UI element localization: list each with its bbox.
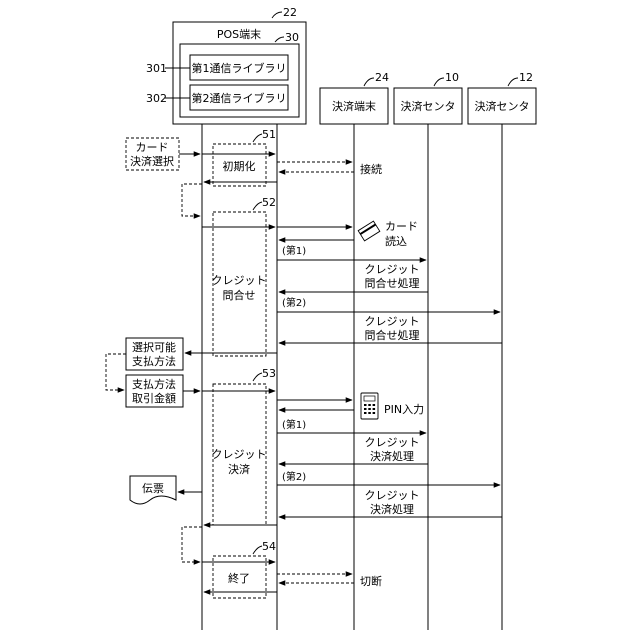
ref-30: 30	[285, 31, 299, 44]
no2-label-b: (第2)	[282, 470, 306, 483]
pay-amount-line2: 取引金額	[132, 391, 176, 405]
pin-label: PIN入力	[384, 403, 424, 416]
end-label: 終了	[228, 571, 250, 585]
selectable-methods-line1: 選択可能	[132, 340, 176, 354]
phase-settlement: 53 クレジット 決済 PIN入力 (第1) クレジット 決済処理 (第2) ク…	[178, 367, 502, 562]
card-read-line1: カード	[385, 220, 418, 233]
slip: 伝票	[130, 476, 176, 504]
inq-proc1-line1: クレジット	[365, 263, 420, 276]
loop-back-3	[182, 527, 202, 562]
ref-53: 53	[262, 367, 276, 380]
card-selection: カード 決済選択	[126, 138, 200, 170]
pos-terminal-label: POS端末	[217, 27, 261, 41]
ref-leader-30	[275, 37, 284, 42]
disconnect-label: 切断	[360, 574, 382, 588]
phase-init: 51 初期化 接続	[182, 128, 382, 216]
ref-leader-24	[364, 78, 374, 86]
ref-leader-54	[253, 546, 262, 554]
ref-leader-22	[272, 12, 282, 18]
lib1-label: 第1通信ライブラリ	[192, 61, 287, 75]
phase-end: 54 終了 切断	[202, 540, 382, 598]
pos-terminal: POS端末 第1通信ライブラリ 第2通信ライブラリ 22 30 301 302	[146, 6, 306, 124]
settle-proc2-line2: 決済処理	[370, 502, 414, 516]
ref-51: 51	[262, 128, 276, 141]
settlement-line2: 決済	[228, 462, 250, 476]
pin-pad-icon	[361, 393, 378, 419]
center2-label: 決済センタ	[475, 99, 530, 113]
card-selection-line2: 決済選択	[130, 154, 174, 168]
inq-proc1-line2: 問合せ処理	[365, 276, 420, 290]
ref-leader-53	[253, 373, 262, 381]
ref-301: 301	[146, 62, 167, 75]
ref-leader-10	[434, 78, 444, 86]
inquiry-line1: クレジット	[212, 274, 267, 287]
center1-label: 決済センタ	[401, 99, 456, 113]
no1-label-a: (第1)	[282, 244, 306, 257]
settlement-line1: クレジット	[212, 448, 267, 461]
slip-label: 伝票	[142, 482, 164, 495]
phase-inquiry: 52 クレジット 問合せ カード 読込 (第1) クレジット 問合せ処理 (第2…	[185, 196, 502, 356]
loop-back-1	[182, 184, 202, 216]
settle-proc2-line1: クレジット	[365, 489, 420, 502]
ref-24: 24	[375, 71, 389, 84]
ref-22: 22	[283, 6, 297, 19]
ref-12: 12	[519, 71, 533, 84]
card-selection-line1: カード	[136, 141, 169, 154]
no1-label-b: (第1)	[282, 418, 306, 431]
card-icon	[358, 221, 380, 241]
ref-54: 54	[262, 540, 276, 553]
selectable-methods-line2: 支払方法	[132, 354, 176, 368]
lib2-label: 第2通信ライブラリ	[192, 91, 287, 105]
ref-leader-52	[253, 202, 262, 210]
ref-leader-12	[508, 78, 518, 86]
ref-10: 10	[445, 71, 459, 84]
center1-header: 決済センタ 10	[394, 71, 462, 124]
connect-label: 接続	[360, 162, 382, 176]
payment-terminal-label: 決済端末	[332, 99, 376, 113]
inq-proc2-line1: クレジット	[365, 315, 420, 328]
settle-proc1-line1: クレジット	[365, 436, 420, 449]
payment-terminal-header: 決済端末 24	[320, 71, 389, 124]
pay-amount-line1: 支払方法	[132, 377, 176, 391]
inq-proc2-line2: 問合せ処理	[365, 328, 420, 342]
center2-header: 決済センタ 12	[468, 71, 536, 124]
no2-label-a: (第2)	[282, 296, 306, 309]
ref-52: 52	[262, 196, 276, 209]
lifelines	[202, 124, 502, 630]
card-read-line2: 読込	[385, 234, 407, 248]
loop-back-2	[106, 354, 126, 390]
settle-proc1-line2: 決済処理	[370, 449, 414, 463]
selectable-methods: 選択可能 支払方法 支払方法 取引金額	[106, 338, 200, 407]
ref-leader-51	[253, 134, 262, 142]
inquiry-line2: 問合せ	[223, 288, 256, 302]
ref-302: 302	[146, 92, 167, 105]
init-label: 初期化	[223, 159, 256, 173]
